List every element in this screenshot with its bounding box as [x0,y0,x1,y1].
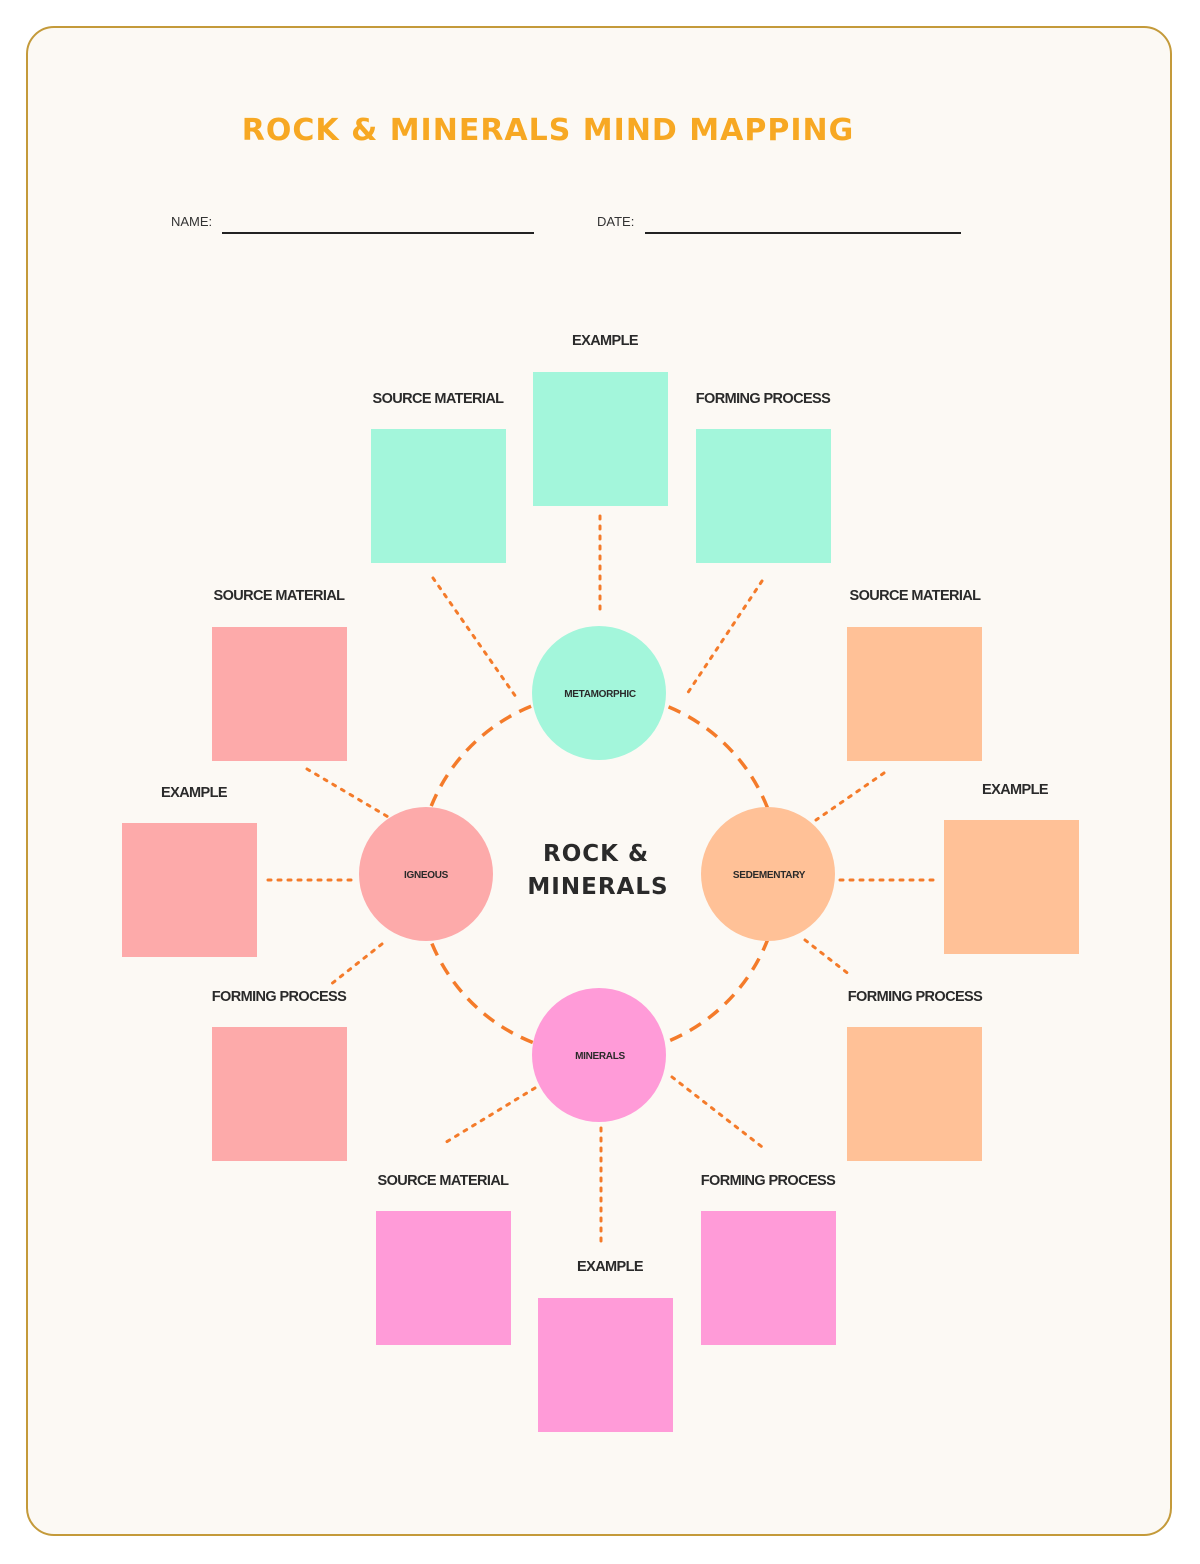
minerals-example-box[interactable] [538,1298,673,1432]
metamorphic-node-label: METAMORPHIC [564,689,636,700]
connector-minerals-forming [670,1075,768,1152]
igneous-node [359,807,493,941]
sedementary-source-label: SOURCE MATERIAL [850,588,982,604]
metamorphic-node [532,626,666,760]
igneous-forming-box[interactable] [212,1027,347,1161]
center-label-line1: ROCK & [543,841,649,867]
minerals-example-label: EXAMPLE [577,1259,644,1275]
sedementary-forming-box[interactable] [847,1027,982,1161]
metamorphic-forming-box[interactable] [696,429,831,563]
sedementary-example-box[interactable] [944,820,1079,954]
sedementary-source-box[interactable] [847,627,982,761]
metamorphic-example-label: EXAMPLE [572,333,639,349]
page-title: ROCK & MINERALS MIND MAPPING [241,113,855,148]
connector-metamorphic-forming [683,579,764,699]
center-label-line2: MINERALS [527,874,668,900]
minerals-node-label: MINERALS [575,1051,625,1062]
igneous-forming-label: FORMING PROCESS [212,989,347,1005]
sedementary-forming-label: FORMING PROCESS [848,989,983,1005]
minerals-forming-label: FORMING PROCESS [701,1173,836,1189]
metamorphic-source-box[interactable] [371,429,506,563]
igneous-example-box[interactable] [122,823,257,957]
metamorphic-source-label: SOURCE MATERIAL [373,391,505,407]
connector-igneous-source [305,767,392,820]
igneous-source-box[interactable] [212,627,347,761]
minerals-source-label: SOURCE MATERIAL [378,1173,510,1189]
sedementary-node [701,807,835,941]
igneous-example-label: EXAMPLE [161,785,228,801]
minerals-node [532,988,666,1122]
name-label: NAME: [171,214,213,229]
connector-sedementary-source [814,771,886,822]
minerals-forming-box[interactable] [701,1211,836,1345]
connector-igneous-forming [328,942,384,987]
date-label: DATE: [597,214,635,229]
connector-minerals-source [441,1086,537,1146]
igneous-node-label: IGNEOUS [404,870,449,881]
connector-sedementary-forming [803,938,852,977]
igneous-source-label: SOURCE MATERIAL [214,588,346,604]
metamorphic-forming-label: FORMING PROCESS [696,391,831,407]
date-field[interactable] [645,232,961,234]
sedementary-example-label: EXAMPLE [982,782,1049,798]
minerals-source-box[interactable] [376,1211,511,1345]
worksheet-page [26,26,1172,1536]
name-field[interactable] [222,232,534,234]
metamorphic-example-box[interactable] [533,372,668,506]
connector-metamorphic-source [431,576,518,699]
sedementary-node-label: SEDEMENTARY [733,870,806,881]
